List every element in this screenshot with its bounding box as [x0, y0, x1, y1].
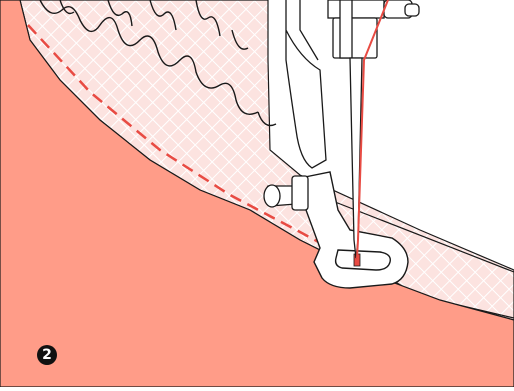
needle-clamp: [328, 0, 419, 58]
step-number-badge: 2: [37, 345, 57, 365]
presser-foot-shank: [286, 0, 326, 168]
